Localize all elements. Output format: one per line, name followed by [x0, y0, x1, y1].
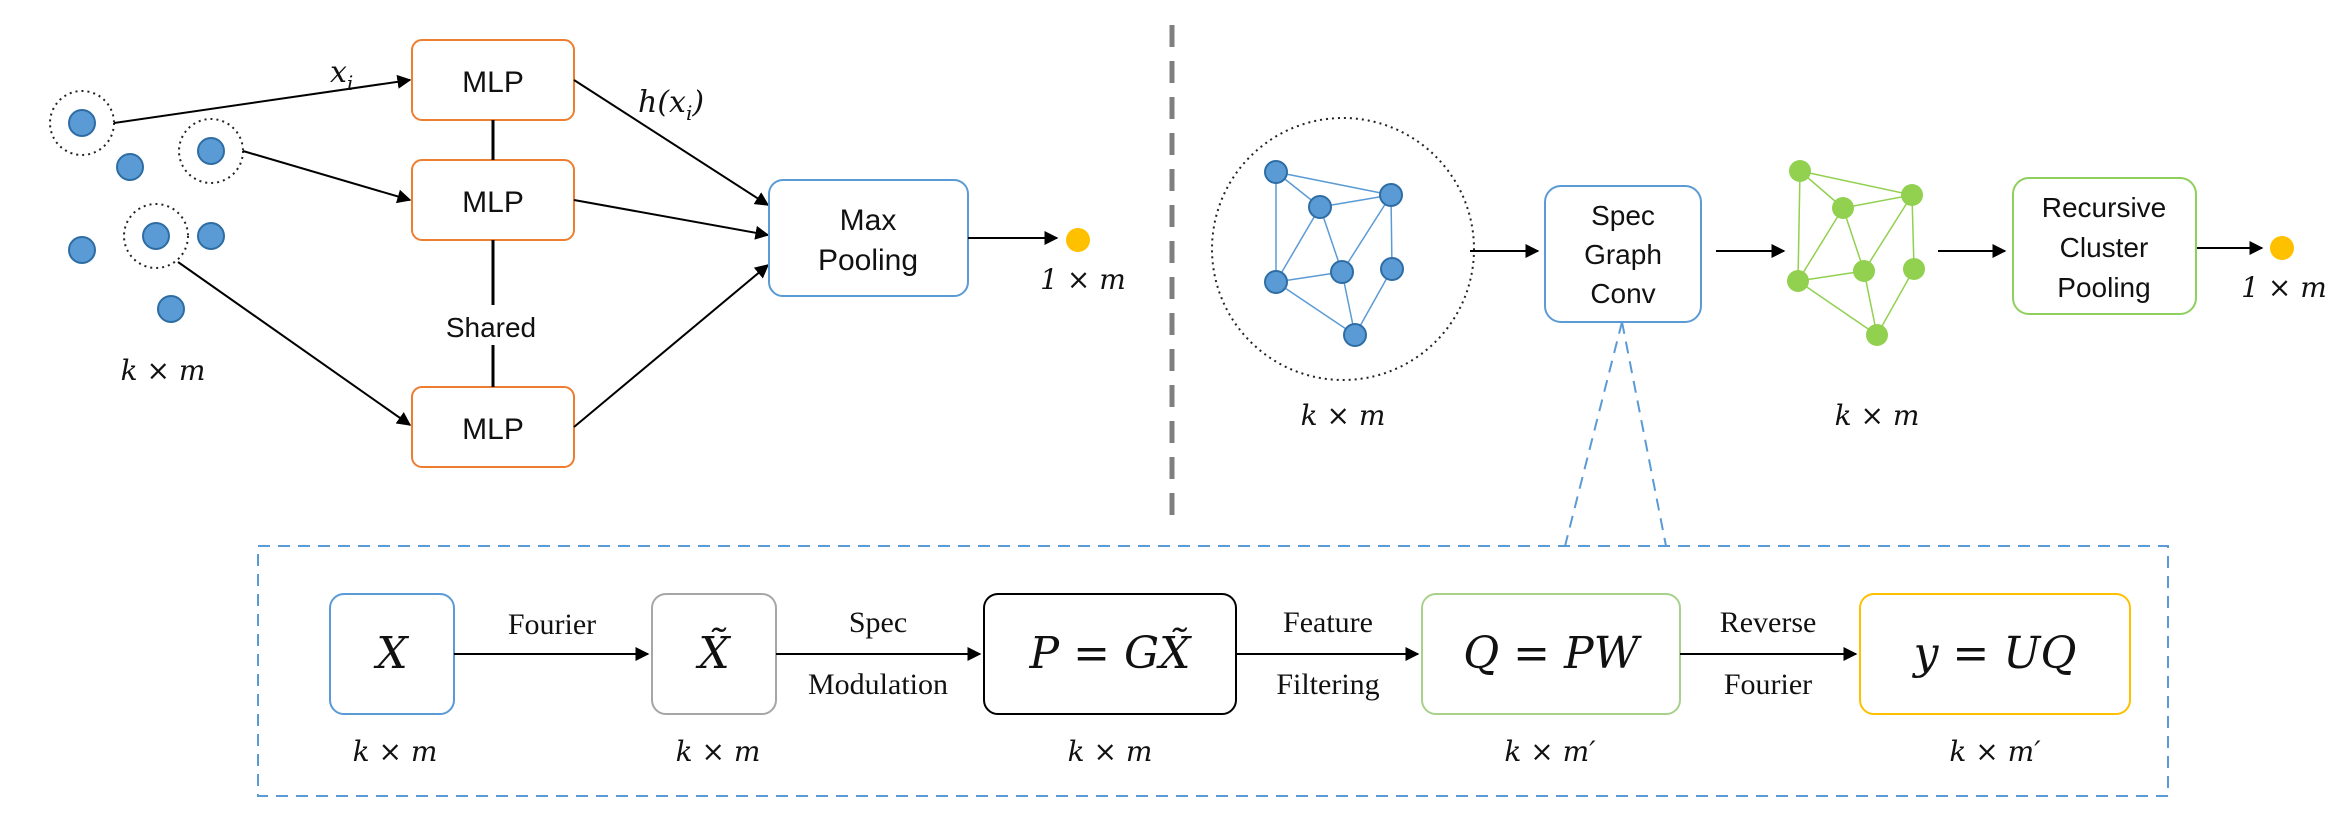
shared-label: Shared	[446, 312, 536, 343]
graph-node	[1832, 197, 1854, 219]
svg-text:Cluster: Cluster	[2060, 232, 2149, 263]
mlp-box-1: MLP	[411, 39, 575, 121]
graph-node	[1787, 270, 1809, 292]
input-graph	[1211, 117, 1475, 381]
h-label: h(xi)	[638, 85, 704, 125]
x-dimension-label: k × m	[353, 735, 438, 768]
svg-text:Q = PW: Q = PW	[1463, 628, 1643, 679]
graph-neighborhood-circle	[1211, 117, 1475, 381]
feature-label: Feature	[1283, 606, 1373, 639]
x-tilde-dimension-label: k × m	[676, 735, 761, 768]
output-dimension-label: 1 × m	[1040, 263, 1126, 296]
graph-node	[1379, 183, 1403, 207]
svg-text:Conv: Conv	[1590, 278, 1655, 309]
reverse-label: Reverse	[1720, 606, 1817, 639]
input-point	[68, 236, 96, 264]
output-dot	[1066, 228, 1090, 252]
spec-graph-conv-box: Spec Graph Conv	[1544, 185, 1702, 323]
svg-text:Spec: Spec	[1591, 200, 1655, 231]
x-tilde-box: X̃	[651, 593, 777, 715]
max-pooling-box: Max Pooling	[768, 179, 969, 297]
y-dimension-label: k × m′	[1949, 735, 2041, 768]
input-point	[157, 295, 185, 323]
graph-node	[1866, 324, 1888, 346]
output-dot	[2270, 236, 2294, 260]
arrow-mlp3-to-pool	[573, 264, 770, 428]
graph-node	[1264, 270, 1288, 294]
right-output-dimension-label: 1 × m	[2241, 271, 2327, 304]
graph-node	[1789, 160, 1811, 182]
y-box: y = UQ	[1859, 593, 2131, 715]
point-neighborhood-circle	[123, 203, 189, 269]
svg-text:Pooling: Pooling	[818, 244, 918, 277]
svg-text:Recursive: Recursive	[2042, 192, 2166, 223]
arrow-point-to-mlp1	[113, 74, 412, 124]
q-box: Q = PW	[1421, 593, 1681, 715]
bottom-pipeline: X k × m Fourier X̃ k × m Spec Modulation…	[329, 593, 2131, 768]
mlp-box-2: MLP	[411, 159, 575, 241]
svg-text:Pooling: Pooling	[2057, 272, 2150, 303]
filtering-label: Filtering	[1276, 668, 1379, 701]
input-point	[197, 137, 225, 165]
svg-text:P = GX̃: P = GX̃	[1029, 626, 1193, 679]
left-panel: k × m xi MLP MLP MLP Shared h(xi)	[49, 39, 1126, 468]
p-dimension-label: k × m	[1068, 735, 1153, 768]
graph-node	[1901, 184, 1923, 206]
graph-node	[1380, 257, 1404, 281]
arrow-point-to-mlp3	[177, 261, 412, 426]
output-graph	[1787, 160, 1925, 346]
svg-text:MLP: MLP	[462, 66, 524, 99]
mlp-box-3: MLP	[411, 386, 575, 468]
arrow-mlp2-to-pool	[573, 199, 770, 240]
graph-node	[1264, 160, 1288, 184]
input-point	[116, 153, 144, 181]
svg-text:X̃: X̃	[695, 626, 731, 679]
input-points	[49, 90, 244, 323]
graph-dimension-label: k × m	[1301, 399, 1386, 432]
svg-text:Max: Max	[840, 204, 897, 237]
arrow-mlp1-to-pool	[573, 79, 770, 206]
svg-text:X: X	[373, 628, 409, 679]
input-point	[68, 109, 96, 137]
p-box: P = GX̃	[983, 593, 1237, 715]
right-panel: k × m Spec Graph Conv	[1211, 117, 2327, 432]
graph-node	[1343, 323, 1367, 347]
x-box: X	[329, 593, 455, 715]
graph-node	[1330, 260, 1354, 284]
zoom-callout-lines	[1564, 321, 1667, 547]
input-point	[142, 222, 170, 250]
arrow-point-to-mlp2	[242, 150, 412, 204]
graph-node	[1853, 260, 1875, 282]
svg-text:MLP: MLP	[462, 186, 524, 219]
svg-text:MLP: MLP	[462, 413, 524, 446]
input-point	[197, 222, 225, 250]
input-x-label: xi	[330, 55, 353, 95]
points-dimension-label: k × m	[121, 354, 206, 387]
graph-node	[1308, 195, 1332, 219]
reverse-fourier-label: Fourier	[1724, 668, 1812, 701]
recursive-cluster-pooling-box: Recursive Cluster Pooling	[2012, 177, 2197, 315]
svg-text:y = UQ: y = UQ	[1912, 628, 2077, 679]
svg-text:Graph: Graph	[1584, 239, 1662, 270]
green-graph-dimension-label: k × m	[1835, 399, 1920, 432]
modulation-label: Modulation	[808, 668, 948, 701]
q-dimension-label: k × m′	[1504, 735, 1596, 768]
graph-node	[1903, 258, 1925, 280]
spec-label: Spec	[849, 606, 907, 639]
fourier-label: Fourier	[508, 608, 596, 641]
